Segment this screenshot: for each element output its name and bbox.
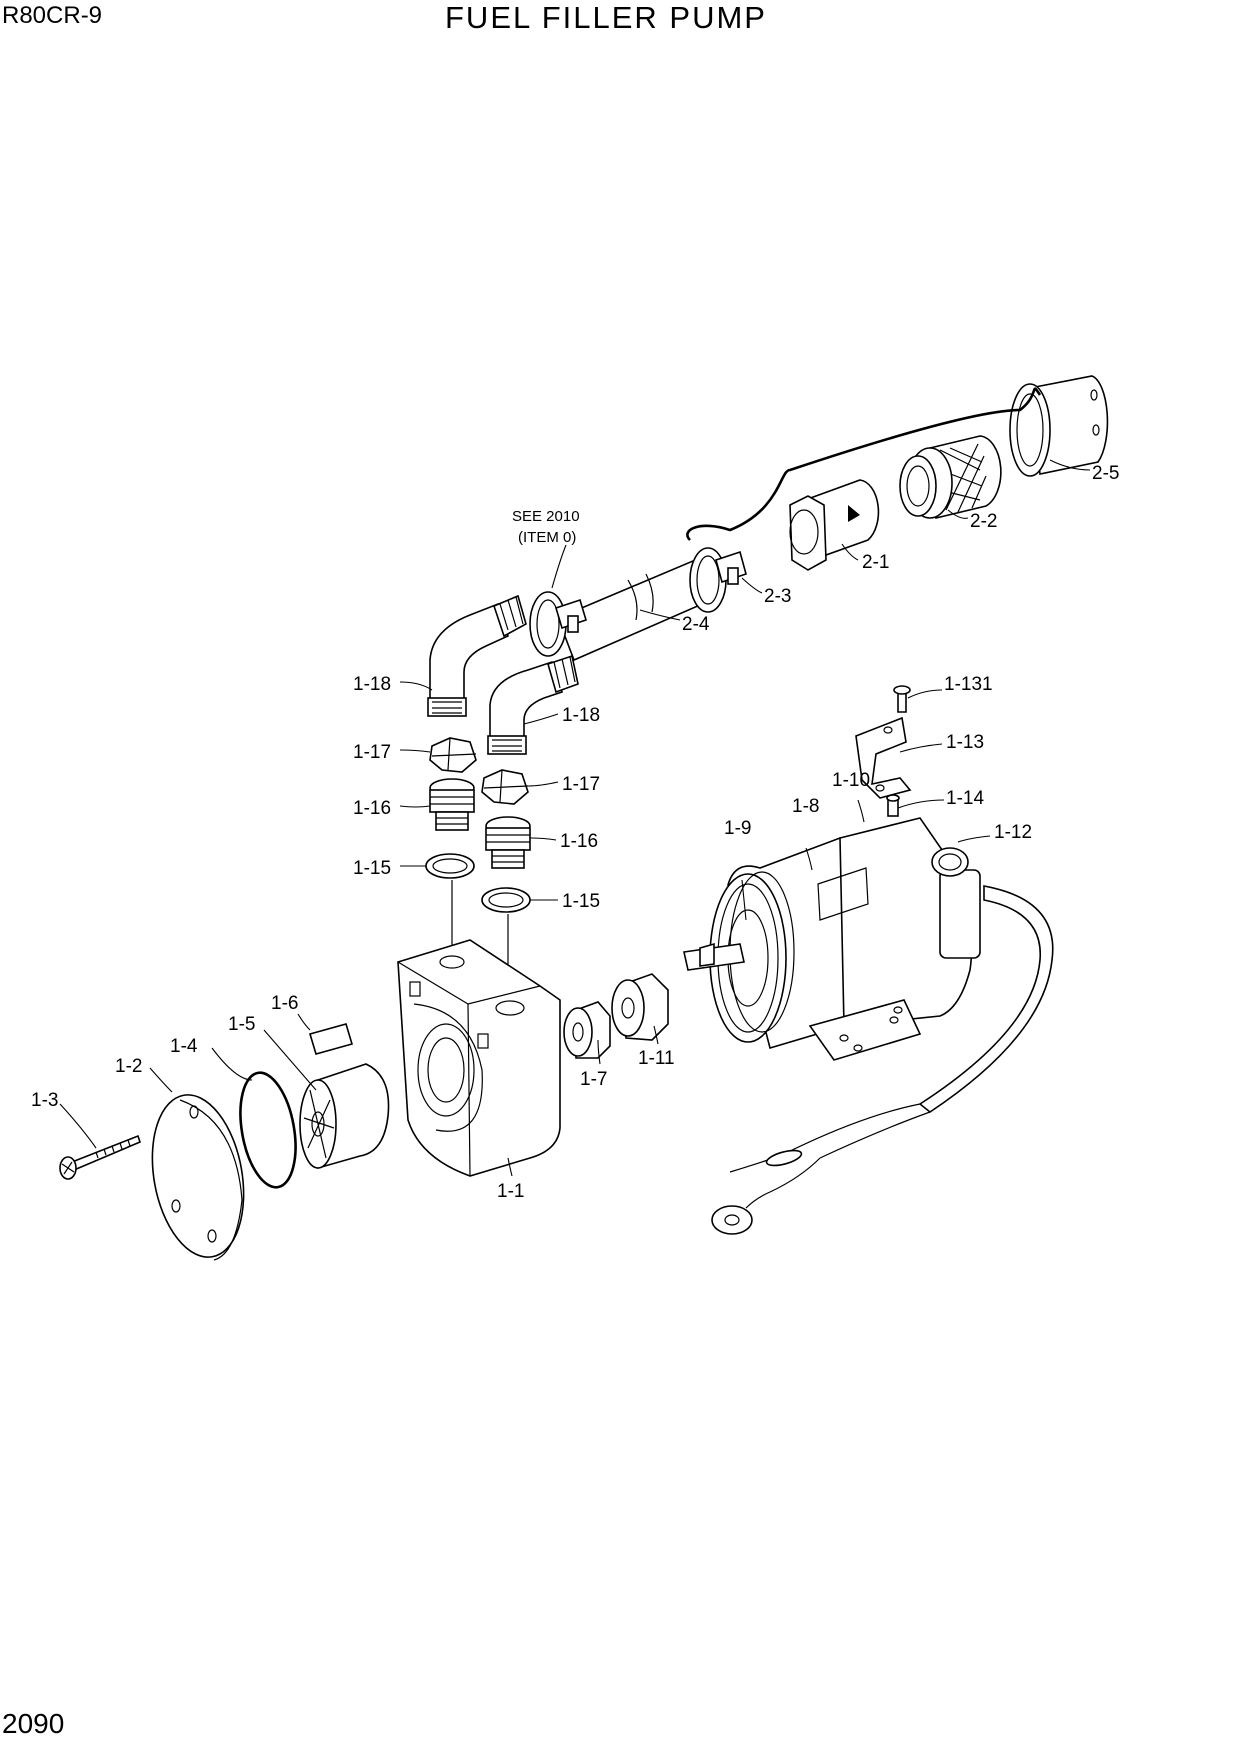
label-1-6: 1-6 [271, 993, 298, 1014]
label-1-2: 1-2 [115, 1056, 142, 1077]
model-code: R80CR-9 [2, 2, 103, 29]
part-2-3-clamp [689, 547, 747, 613]
label-1-17-left: 1-17 [353, 742, 391, 763]
label-1-15-right: 1-15 [562, 891, 600, 912]
label-1-5: 1-5 [228, 1014, 255, 1035]
label-1-16-left: 1-16 [353, 798, 391, 819]
part-2-5-tube [1009, 375, 1109, 477]
part-2-3-clamp-lower [529, 591, 587, 657]
part-2-2-strainer [899, 435, 1002, 519]
label-2-1: 2-1 [862, 552, 889, 573]
part-1-5-rotor [299, 1063, 390, 1170]
part-1-8-motor [683, 817, 981, 1061]
label-1-13: 1-13 [946, 732, 984, 753]
part-1-7-bushing [563, 1001, 611, 1059]
label-1-131: 1-131 [944, 674, 993, 695]
part-1-18-elbow-right [487, 654, 579, 755]
note-see-2010: SEE 2010 [512, 508, 580, 525]
part-1-4-o-ring [239, 1071, 297, 1189]
part-1-17-nut-right [481, 769, 529, 805]
label-1-11: 1-11 [638, 1048, 675, 1069]
page-number: 2090 [2, 1708, 65, 1739]
label-1-18-right: 1-18 [562, 705, 600, 726]
label-1-1: 1-1 [497, 1181, 524, 1202]
label-2-4: 2-4 [682, 614, 710, 635]
label-1-16-right: 1-16 [560, 831, 598, 852]
part-1-13-bracket [855, 716, 912, 799]
part-1-15-seal-right [481, 887, 531, 913]
label-1-18-left: 1-18 [353, 674, 391, 695]
label-1-8: 1-8 [792, 796, 819, 817]
label-2-3: 2-3 [764, 586, 791, 607]
part-1-18-elbow-left [427, 594, 527, 717]
part-1-131-screw [893, 685, 911, 713]
label-1-7: 1-7 [580, 1069, 607, 1090]
label-1-10: 1-10 [832, 770, 870, 791]
part-1-16-adapter-right [485, 816, 531, 869]
label-1-14: 1-14 [946, 788, 984, 809]
label-1-4: 1-4 [170, 1036, 198, 1057]
label-1-9: 1-9 [724, 818, 751, 839]
label-1-3: 1-3 [31, 1090, 58, 1111]
part-1-11-coupling [611, 973, 669, 1041]
label-2-2: 2-2 [970, 511, 997, 532]
leader-lines [59, 459, 1091, 1177]
part-1-14-stud [886, 794, 900, 817]
label-1-17-right: 1-17 [562, 774, 600, 795]
part-1-2-cover-plate [151, 1094, 245, 1261]
part-1-3-screw [59, 1134, 141, 1180]
part-1-17-nut-left [429, 737, 477, 773]
part-1-1-pump-housing [397, 939, 561, 1177]
page-title: FUEL FILLER PUMP [445, 0, 767, 35]
label-1-15-left: 1-15 [353, 858, 391, 879]
motor-cable [711, 885, 1054, 1235]
label-1-12: 1-12 [994, 822, 1032, 843]
wiring-line [686, 387, 1042, 541]
part-1-16-adapter-left [429, 778, 475, 831]
part-1-6-vane [308, 1023, 354, 1055]
note-item-0: (ITEM 0) [518, 529, 576, 546]
part-1-15-seal-left [425, 853, 475, 879]
part-2-1-check-valve [789, 479, 880, 571]
label-2-5: 2-5 [1092, 463, 1119, 484]
